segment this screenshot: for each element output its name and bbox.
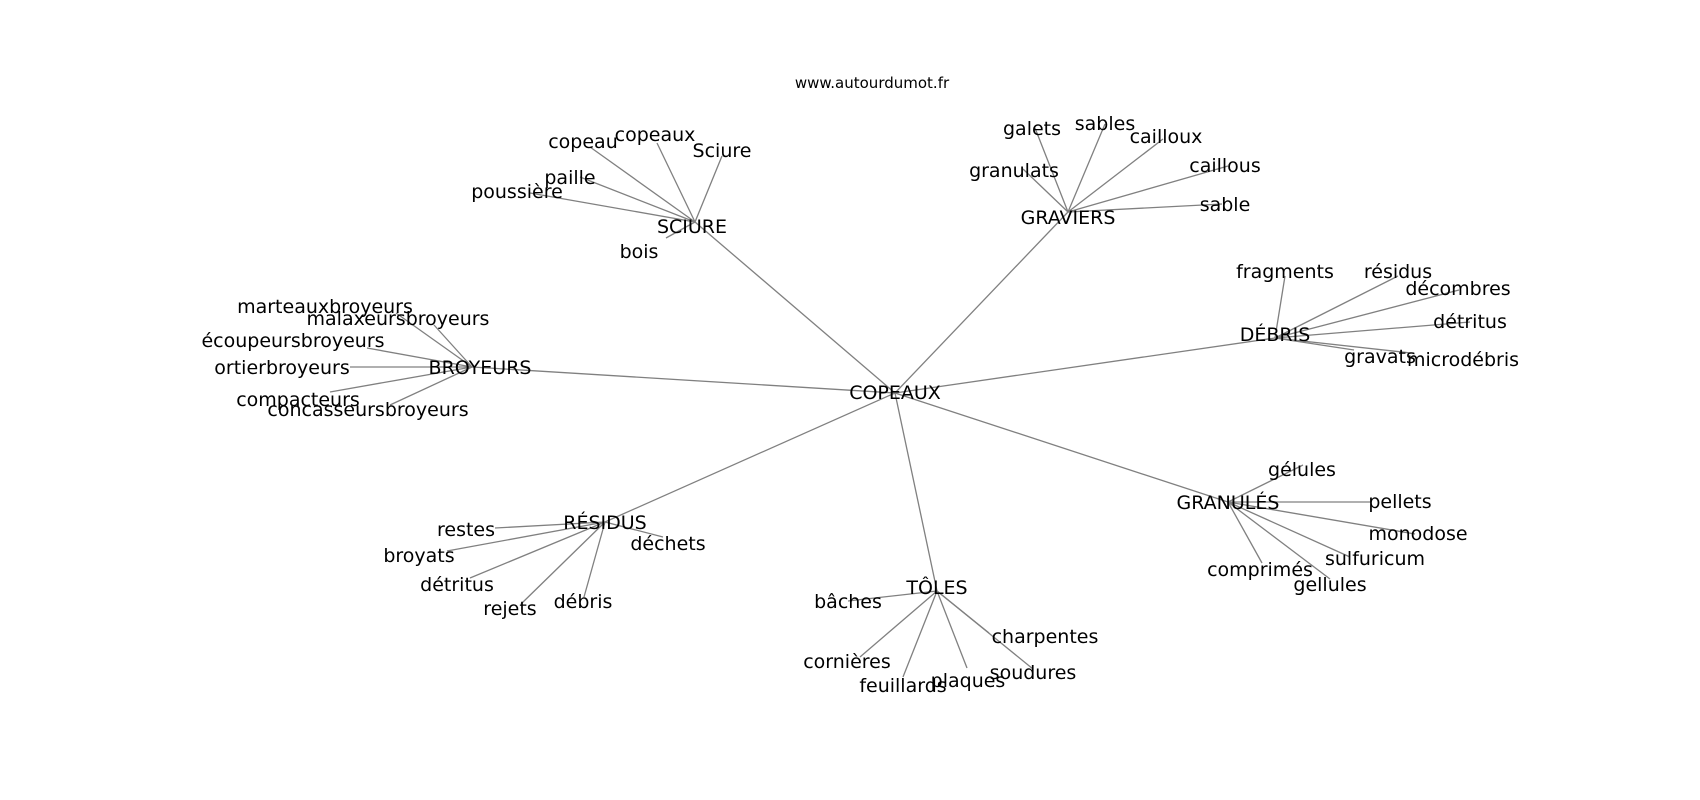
- edge-broyeurs-leaf: [433, 324, 473, 368]
- edge-granules-leaf: [1227, 501, 1331, 580]
- edge-center-granules: [894, 392, 1229, 503]
- edge-toles-leaf: [936, 590, 968, 669]
- leaf-word-toles: feuillards: [859, 675, 946, 697]
- leaf-word-residus: restes: [437, 519, 495, 541]
- cluster-node-residus: RÉSIDUS: [563, 511, 646, 534]
- edge-toles-leaf: [847, 590, 938, 602]
- edge-graviers-leaf: [1067, 203, 1223, 213]
- leaf-word-residus: débris: [554, 591, 613, 613]
- leaf-word-broyeurs: compacteurs: [236, 389, 360, 411]
- edge-graviers-leaf: [1034, 127, 1069, 213]
- leaf-word-granules: gélules: [1268, 459, 1336, 481]
- edge-sciure-leaf: [656, 142, 696, 223]
- cluster-node-granules: GRANULÉS: [1177, 491, 1280, 514]
- edge-residus-leaf: [469, 521, 606, 579]
- edge-graviers-leaf: [1022, 168, 1069, 213]
- site-watermark: www.autourdumot.fr: [795, 74, 950, 92]
- leaf-word-debris: détritus: [1433, 311, 1507, 333]
- leaf-word-debris: résidus: [1364, 261, 1432, 283]
- leaf-word-toles: bâches: [814, 591, 882, 613]
- leaf-word-toles: cornières: [803, 651, 891, 673]
- leaf-word-sciure: copeau: [548, 131, 618, 153]
- leaf-word-sciure: copeaux: [615, 124, 696, 146]
- leaf-word-debris: microdébris: [1407, 349, 1519, 371]
- edge-debris-leaf: [1274, 337, 1412, 354]
- edge-granules-leaf: [1227, 501, 1351, 558]
- cluster-node-toles: TÔLES: [905, 575, 967, 599]
- leaf-word-granules: gellules: [1293, 574, 1366, 596]
- leaf-word-toles: charpentes: [992, 626, 1099, 648]
- edge-debris-leaf: [1274, 275, 1399, 339]
- edge-graviers-leaf: [1067, 138, 1164, 213]
- leaf-word-sciure: bois: [620, 241, 659, 263]
- leaf-word-debris: fragments: [1236, 261, 1334, 283]
- edge-broyeurs-leaf: [329, 366, 473, 393]
- leaf-word-graviers: granulats: [969, 160, 1059, 182]
- leaf-word-residus: rejets: [483, 598, 536, 620]
- leaf-word-toles: plaques: [931, 670, 1006, 692]
- edge-toles-leaf: [936, 590, 990, 634]
- edge-sciure-leaf: [665, 221, 696, 239]
- leaf-word-broyeurs: ortierbroyeurs: [214, 357, 349, 379]
- leaf-word-residus: déchets: [630, 533, 705, 555]
- edge-center-graviers: [894, 211, 1069, 394]
- leaf-word-broyeurs: écoupeursbroyeurs: [201, 330, 384, 352]
- edge-granules-leaf: [1227, 464, 1304, 503]
- edge-toles-leaf: [859, 590, 938, 658]
- edge-sciure-leaf: [694, 155, 723, 223]
- leaf-word-granules: sulfuricum: [1325, 548, 1425, 570]
- edge-debris-leaf: [1274, 321, 1471, 339]
- edge-debris-leaf: [1274, 275, 1286, 339]
- leaf-word-granules: monodose: [1368, 523, 1467, 545]
- leaf-word-graviers: galets: [1003, 118, 1061, 140]
- leaf-word-residus: détritus: [420, 574, 494, 596]
- leaf-word-sciure: paille: [544, 167, 595, 189]
- leaf-word-broyeurs: malaxeursbroyeurs: [307, 308, 490, 330]
- edge-sciure-leaf: [579, 176, 696, 223]
- leaf-word-residus: broyats: [383, 545, 454, 567]
- leaf-word-sciure: Sciure: [693, 140, 752, 162]
- cluster-node-sciure: SCIURE: [657, 216, 727, 238]
- edge-residus-leaf: [494, 521, 606, 529]
- leaf-word-toles: soudures: [990, 662, 1077, 684]
- edge-residus-leaf: [520, 521, 606, 605]
- edge-graviers-leaf: [1067, 165, 1229, 213]
- labels: www.autourdumot.fr COPEAUX copeaucopeaux…: [201, 74, 1519, 697]
- edge-broyeurs-leaf: [389, 366, 473, 406]
- edge-center-toles: [894, 392, 938, 592]
- edge-granules-leaf: [1227, 501, 1416, 535]
- leaf-word-granules: pellets: [1368, 491, 1431, 513]
- edge-broyeurs-leaf: [366, 347, 473, 368]
- edge-center-residus: [604, 392, 896, 523]
- center-word: COPEAUX: [849, 382, 941, 404]
- edge-sciure-leaf: [589, 146, 696, 223]
- edge-debris-leaf: [1274, 289, 1460, 339]
- leaf-word-debris: gravats: [1344, 346, 1416, 368]
- cluster-node-broyeurs: BROYEURS: [429, 357, 532, 379]
- cluster-node-graviers: GRAVIERS: [1021, 207, 1116, 229]
- leaf-word-broyeurs: marteauxbroyeurs: [237, 296, 413, 318]
- leaf-word-graviers: caillous: [1189, 155, 1261, 177]
- edge-sciure-leaf: [529, 192, 696, 223]
- edge-center-debris: [894, 337, 1276, 394]
- cluster-node-debris: DÉBRIS: [1240, 323, 1311, 346]
- edge-center-broyeurs: [471, 366, 896, 394]
- edge-graviers-leaf: [1067, 123, 1106, 213]
- edge-residus-leaf: [446, 521, 606, 552]
- leaf-word-graviers: sables: [1075, 113, 1135, 135]
- leaf-word-broyeurs: concasseursbroyeurs: [267, 399, 468, 421]
- edge-toles-leaf: [902, 590, 938, 678]
- edge-residus-leaf: [604, 521, 664, 538]
- leaf-word-graviers: sable: [1200, 194, 1251, 216]
- edge-center-sciure: [694, 221, 896, 394]
- leaf-word-debris: décombres: [1405, 278, 1510, 300]
- edge-broyeurs-leaf: [395, 312, 473, 368]
- edge-granules-leaf: [1227, 501, 1263, 564]
- edge-residus-leaf: [583, 521, 606, 598]
- leaf-word-granules: comprimés: [1207, 559, 1313, 581]
- leaf-word-graviers: cailloux: [1130, 126, 1203, 148]
- edges: [329, 123, 1471, 678]
- leaf-word-sciure: poussière: [471, 181, 563, 203]
